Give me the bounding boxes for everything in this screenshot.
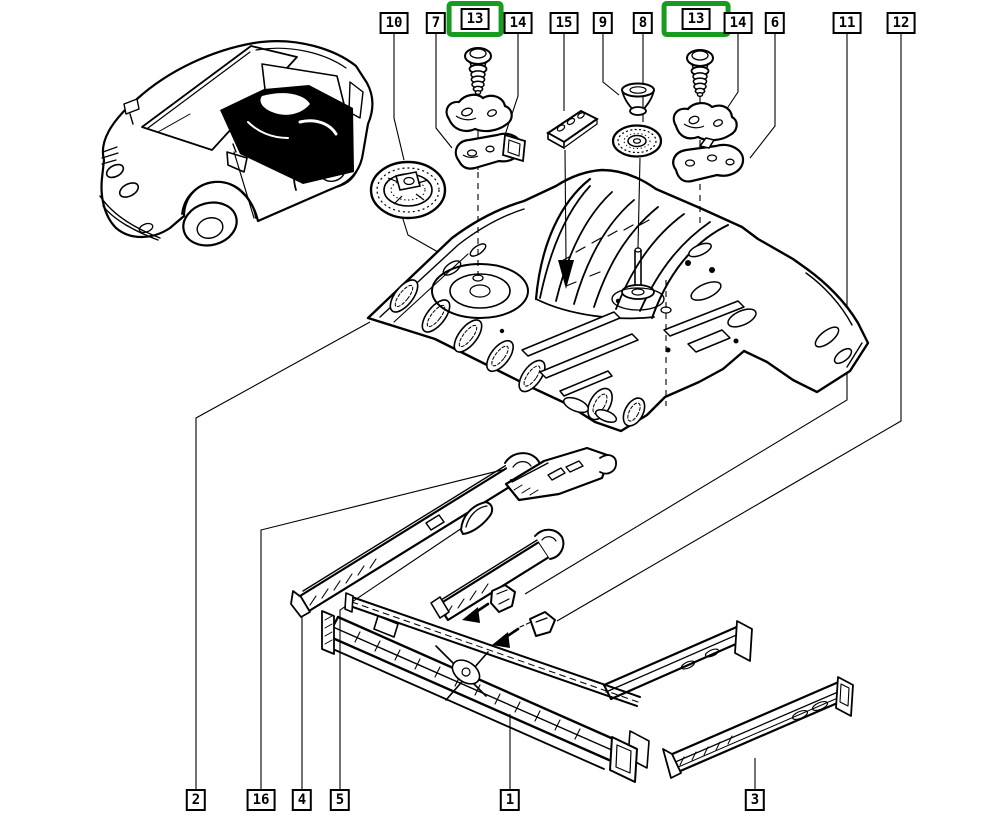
part-7-bracket [445, 93, 513, 133]
part-13-screw-right [686, 49, 714, 98]
part-9-cone [621, 82, 655, 116]
callout-14-right[interactable]: 14 [723, 12, 753, 34]
leader-16 [260, 467, 511, 789]
car-location-thumbnail [99, 40, 374, 247]
callout-14-left[interactable]: 14 [503, 12, 533, 34]
windshield [141, 45, 298, 151]
leader-2 [195, 321, 371, 789]
leader-5 [339, 527, 463, 789]
front-wheel [182, 201, 238, 247]
underbody-members [290, 446, 854, 783]
highlight-box-13-right: 13 [661, 1, 731, 37]
part-8-disc [611, 124, 663, 158]
part-5-bracket [460, 501, 494, 535]
part-14-plate-right [672, 102, 738, 142]
callout-12[interactable]: 12 [886, 12, 916, 34]
callout-11[interactable]: 11 [832, 12, 862, 34]
headlight [118, 182, 140, 198]
callout-13-right[interactable]: 13 [681, 8, 711, 30]
part-1-crossmember [321, 592, 753, 783]
leader-6 [749, 33, 776, 159]
part-11-clip [490, 584, 516, 613]
callout-16[interactable]: 16 [246, 789, 276, 811]
highlight-box-13-left: 13 [446, 1, 504, 37]
callout-10[interactable]: 10 [379, 12, 409, 34]
callout-8[interactable]: 8 [632, 12, 654, 34]
leader-10-tail [401, 215, 439, 253]
insert-arrow-down [558, 260, 574, 289]
callout-3[interactable]: 3 [744, 789, 766, 811]
part-rear-floor-panel [366, 168, 870, 433]
leader-11 [524, 33, 848, 595]
part-13-screw-left [464, 47, 492, 96]
location-highlight [220, 85, 354, 184]
callout-6[interactable]: 6 [764, 12, 786, 34]
callout-1[interactable]: 1 [499, 789, 521, 811]
leader-lines [195, 33, 902, 789]
part-12-clip [529, 611, 556, 637]
insert-arrows [462, 602, 532, 648]
side-member-inner [430, 528, 565, 622]
callout-9[interactable]: 9 [592, 12, 614, 34]
spare-wheel-well [431, 263, 529, 319]
part-16-seat-member [504, 446, 617, 502]
part-14-plate-left [454, 132, 526, 170]
leader-9 [602, 33, 620, 96]
callout-5[interactable]: 5 [329, 789, 351, 811]
leader-14-right [725, 33, 739, 111]
callout-13-left[interactable]: 13 [460, 8, 490, 30]
leader-12 [556, 33, 902, 622]
callout-15[interactable]: 15 [549, 12, 579, 34]
leader-7 [435, 33, 453, 149]
part-15-strip [546, 109, 599, 150]
callout-4[interactable]: 4 [291, 789, 313, 811]
panel-stud [611, 247, 665, 311]
part-6-bracket [672, 137, 745, 183]
leader-10 [393, 33, 405, 161]
callout-7[interactable]: 7 [425, 12, 447, 34]
part-3-side-member [662, 676, 854, 779]
part-10-plug [369, 160, 447, 220]
callout-2[interactable]: 2 [185, 789, 207, 811]
headlight [105, 163, 125, 179]
